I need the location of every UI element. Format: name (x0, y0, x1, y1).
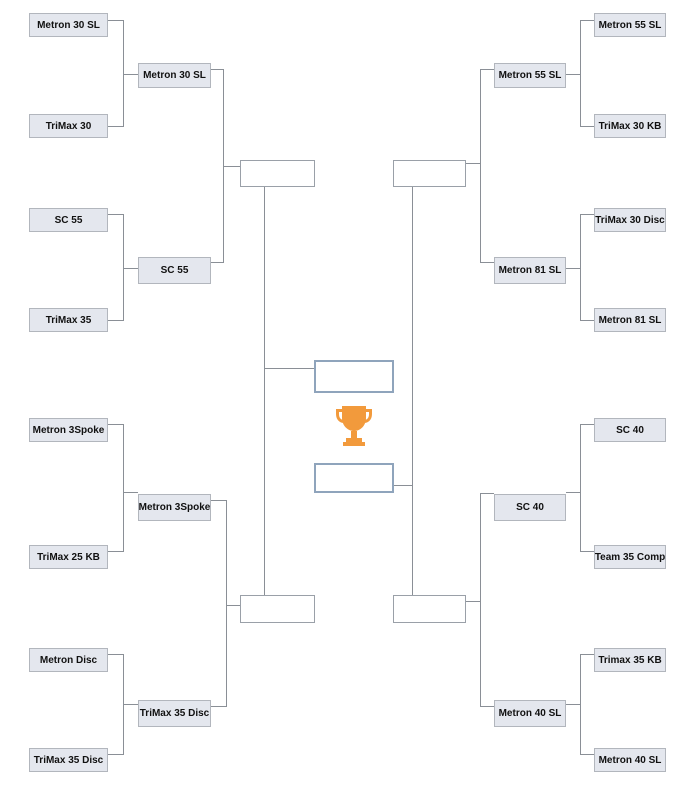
right-bottom-round1-slot-3: Trimax 35 KB (594, 648, 666, 672)
left-bottom-round1-slot-1: Metron 3Spoke (29, 418, 108, 442)
right-top-semifinal-slot (393, 160, 466, 187)
right-bottom-round1-slot-2: Team 35 Comp (594, 545, 666, 569)
left-bottom-round1-slot-4: TriMax 35 Disc (29, 748, 108, 772)
right-bottom-round2-slot-1: SC 40 (494, 494, 566, 521)
right-top-round2-slot-2: Metron 81 SL (494, 257, 566, 284)
left-top-round1-slot-3: SC 55 (29, 208, 108, 232)
right-bottom-round2-slot-2: Metron 40 SL (494, 700, 566, 727)
left-bottom-round2-slot-2: TriMax 35 Disc (138, 700, 211, 727)
right-top-round1-slot-1: Metron 55 SL (594, 13, 666, 37)
final-slot-left (314, 360, 394, 393)
left-top-round2-slot-1: Metron 30 SL (138, 63, 211, 88)
left-top-round1-slot-1: Metron 30 SL (29, 13, 108, 37)
final-slot-right (314, 463, 394, 493)
left-top-round1-slot-4: TriMax 35 (29, 308, 108, 332)
right-bottom-round1-slot-4: Metron 40 SL (594, 748, 666, 772)
right-top-round1-slot-3: TriMax 30 Disc (594, 208, 666, 232)
left-top-round1-slot-2: TriMax 30 (29, 114, 108, 138)
left-top-semifinal-slot (240, 160, 315, 187)
right-top-round2-slot-1: Metron 55 SL (494, 63, 566, 88)
trophy-icon (336, 406, 372, 446)
left-bottom-round2-slot-1: Metron 3Spoke (138, 494, 211, 521)
left-bottom-round1-slot-3: Metron Disc (29, 648, 108, 672)
right-bottom-round1-slot-1: SC 40 (594, 418, 666, 442)
right-top-round1-slot-2: TriMax 30 KB (594, 114, 666, 138)
left-bottom-round1-slot-2: TriMax 25 KB (29, 545, 108, 569)
left-top-round2-slot-2: SC 55 (138, 257, 211, 284)
left-bottom-semifinal-slot (240, 595, 315, 623)
right-top-round1-slot-4: Metron 81 SL (594, 308, 666, 332)
right-bottom-semifinal-slot (393, 595, 466, 623)
